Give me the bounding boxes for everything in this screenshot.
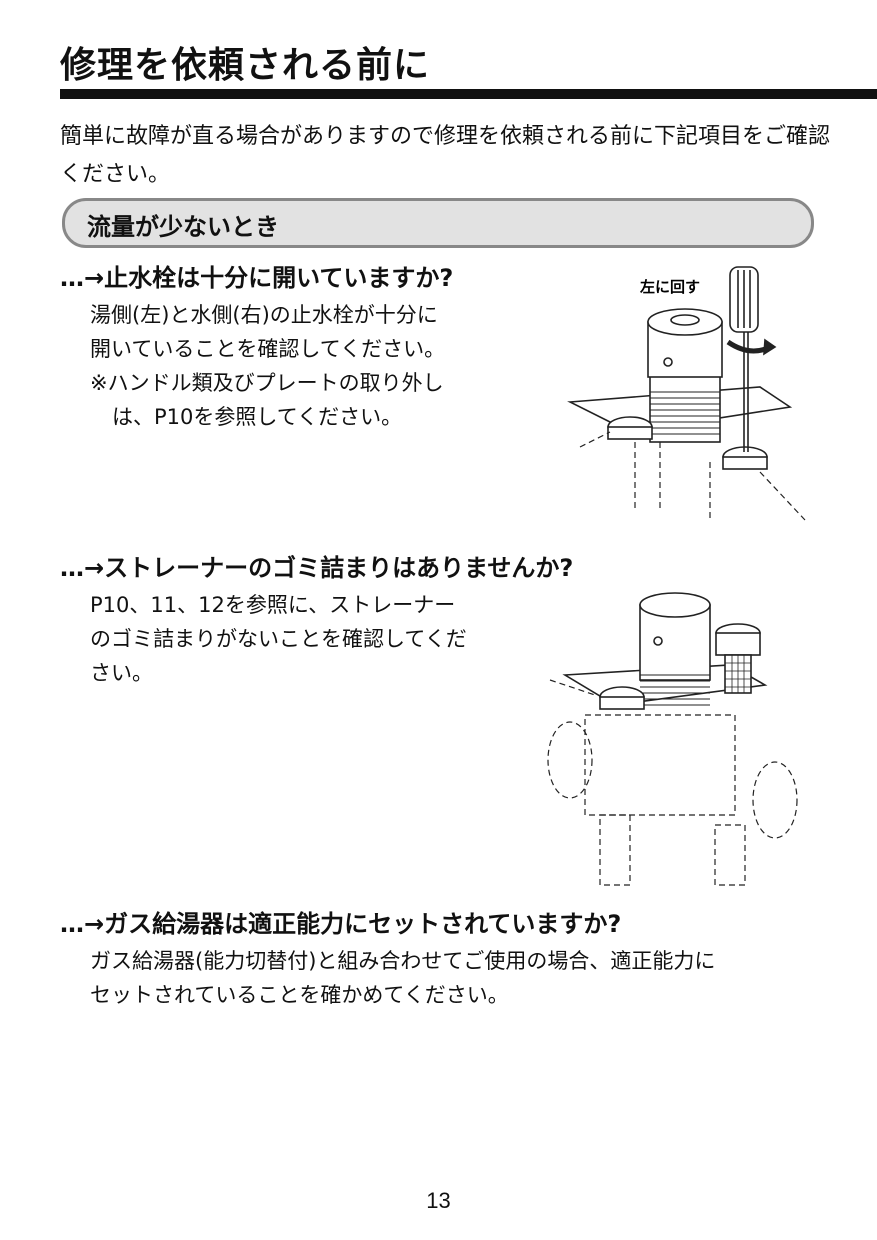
question-2-body: P10、11、12を参照に、ストレーナー のゴミ詰まりがないことを確認してくだ … — [90, 588, 467, 690]
body-line: は、P10を参照してください。 — [112, 405, 403, 429]
body-line: ガス給湯器(能力切替付)と組み合わせてご使用の場合、適正能力に — [90, 949, 716, 973]
question-3-body: ガス給湯器(能力切替付)と組み合わせてご使用の場合、適正能力に セットされている… — [90, 944, 715, 1012]
intro-text: 簡単に故障が直る場合がありますので修理を依頼される前に下記項目をご確認ください。 — [60, 124, 831, 187]
page-number: 13 — [426, 1188, 451, 1213]
section-banner: 流量が少ないとき — [62, 198, 814, 248]
body-line: 湯側(左)と水側(右)の止水栓が十分に — [90, 303, 438, 327]
body-line: 開いていることを確認してください。 — [90, 337, 446, 361]
body-line: さい。 — [90, 661, 153, 685]
page-title: 修理を依頼される前に — [60, 45, 431, 86]
question-3-heading: …→ガス給湯器は適正能力にセットされていますか? — [60, 910, 622, 938]
question-1-body: 湯側(左)と水側(右)の止水栓が十分に 開いていることを確認してください。 ※ハ… — [90, 298, 445, 434]
body-line: ※ハンドル類及びプレートの取り外し — [90, 371, 444, 395]
body-line: のゴミ詰まりがないことを確認してくだ — [90, 627, 467, 651]
figure-label: 左に回す — [639, 278, 700, 296]
body-line: セットされていることを確かめてください。 — [90, 983, 509, 1007]
question-2-heading: …→ストレーナーのゴミ詰まりはありませんか? — [60, 554, 574, 582]
strainer-valve-icon — [547, 592, 798, 886]
section-title: 流量が少ないとき — [87, 213, 279, 241]
screwdriver-valve-icon: 左に回す — [567, 266, 806, 522]
question-1-heading: …→止水栓は十分に開いていますか? — [60, 264, 454, 292]
body-line: P10、11、12を参照に、ストレーナー — [90, 593, 456, 617]
title-rule — [60, 89, 877, 99]
